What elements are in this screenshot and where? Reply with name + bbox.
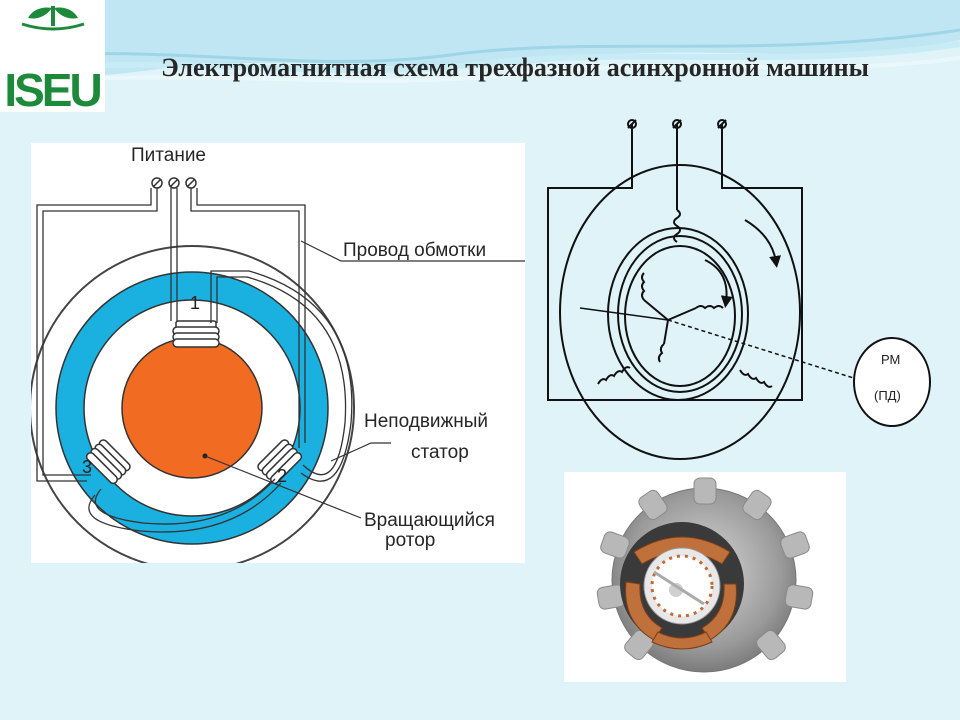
iseu-logo: ISEU <box>0 0 105 116</box>
label-power: Питание <box>131 145 206 166</box>
page-title: Электромагнитная схема трехфазной асинхр… <box>161 53 869 82</box>
coil-2 <box>257 439 303 485</box>
schematic-drawing <box>547 119 931 460</box>
label-winding-wire: Провод обмотки <box>343 240 487 261</box>
label-stator-line1: Неподвижный <box>364 411 488 432</box>
label-rotor-line1: Вращающийся <box>364 510 495 531</box>
power-terminals <box>151 177 197 189</box>
rotor-disc <box>121 337 263 479</box>
label-rotor-line2: ротор <box>385 530 436 551</box>
svg-text:ISEU: ISEU <box>4 64 100 112</box>
motor-winding-diagram: Питание Провод обмотки Неподвижный стато… <box>31 143 525 563</box>
label-rm: РМ <box>881 352 901 367</box>
electromagnetic-schematic: РМ (ПД) <box>540 112 940 472</box>
load-machine-circle <box>853 337 931 427</box>
stator-photo <box>564 472 846 682</box>
label-pd: (ПД) <box>874 388 901 403</box>
coil-3 <box>85 439 131 485</box>
coil-1-label: 1 <box>190 293 201 313</box>
coil-3-label: 3 <box>82 457 93 477</box>
coil-1 <box>172 320 220 348</box>
coil-2-label: 2 <box>277 466 288 486</box>
header-wave-decoration <box>0 0 960 86</box>
stator-rotor-drawing <box>31 177 525 563</box>
label-stator-line2: статор <box>411 442 469 463</box>
